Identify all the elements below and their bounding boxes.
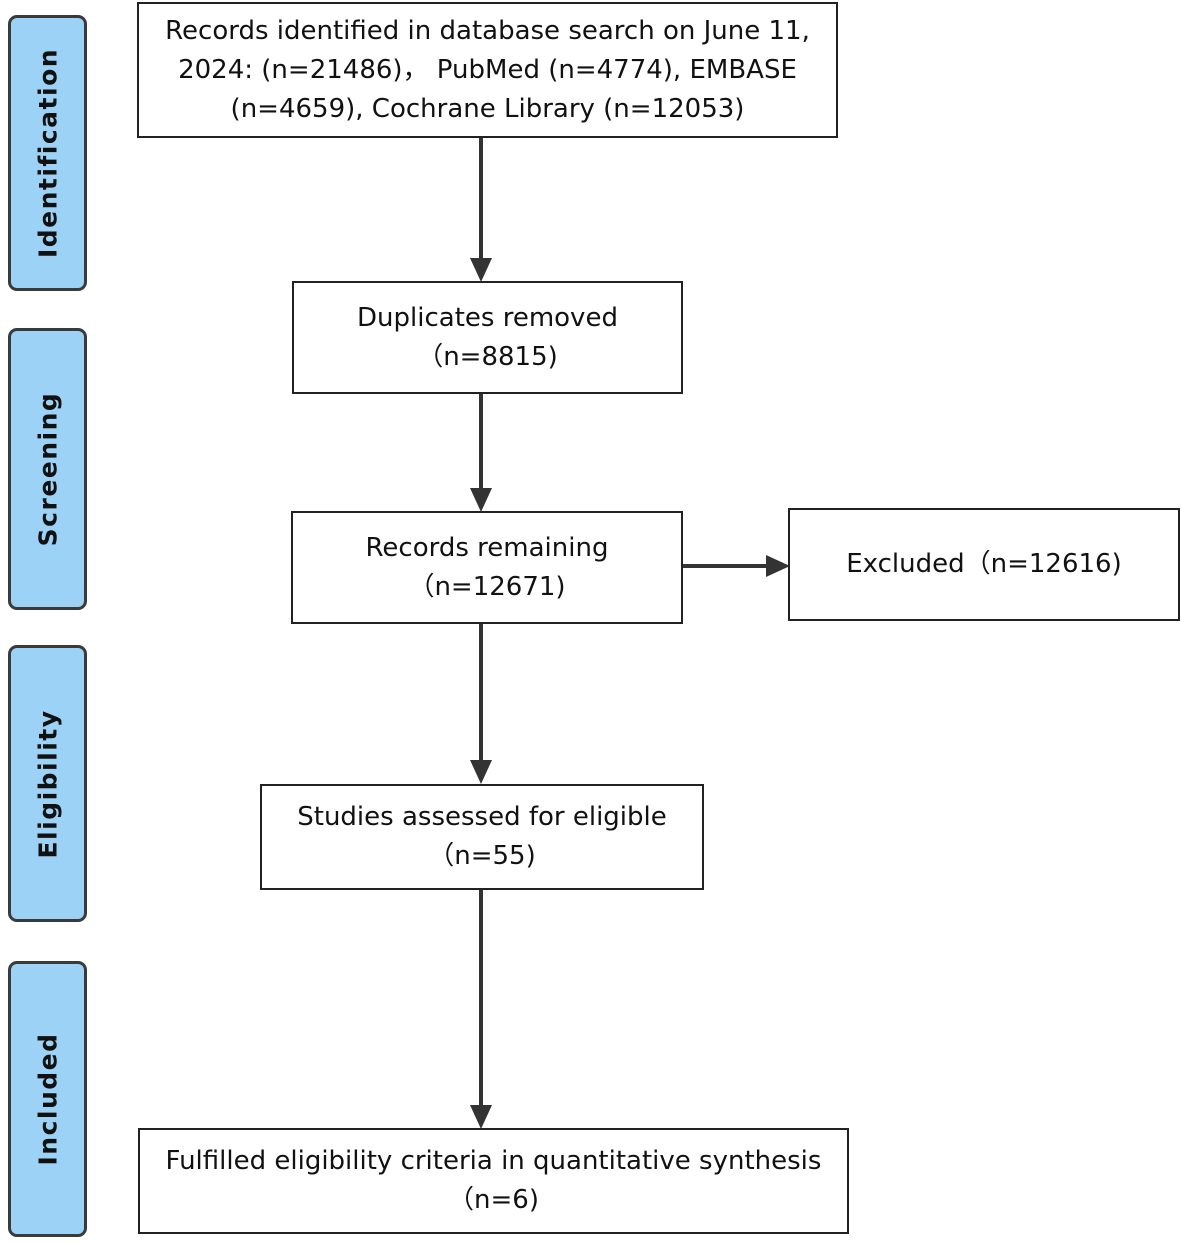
records-remaining-box: Records remaining （n=12671)	[291, 511, 683, 624]
duplicates-removed-box: Duplicates removed （n=8815)	[292, 281, 683, 394]
records-identified-box: Records identified in database search on…	[137, 2, 838, 138]
stage-eligibility: Eligibility	[8, 645, 87, 922]
arrowhead-fulfilled	[470, 1105, 492, 1129]
arrowhead-excluded	[766, 555, 790, 577]
excluded-box: Excluded（n=12616)	[788, 508, 1180, 621]
excluded-text: Excluded（n=12616)	[846, 549, 1122, 579]
stage-included: Included	[8, 961, 87, 1237]
records-identified-text: Records identified in database search on…	[165, 15, 810, 124]
stage-screening: Screening	[8, 328, 87, 610]
duplicates-removed-text: Duplicates removed （n=8815)	[357, 302, 618, 372]
fulfilled-criteria-text: Fulfilled eligibility criteria in quanti…	[165, 1146, 822, 1215]
records-remaining-text: Records remaining （n=12671)	[365, 532, 609, 602]
arrowhead-duplicates	[470, 258, 492, 282]
stage-identification: Identification	[8, 15, 87, 291]
arrowhead-assessed	[470, 760, 492, 784]
fulfilled-criteria-box: Fulfilled eligibility criteria in quanti…	[138, 1128, 849, 1234]
studies-assessed-text: Studies assessed for eligible （n=55)	[297, 802, 667, 871]
arrowhead-remaining	[470, 488, 492, 512]
studies-assessed-box: Studies assessed for eligible （n=55)	[260, 784, 704, 890]
